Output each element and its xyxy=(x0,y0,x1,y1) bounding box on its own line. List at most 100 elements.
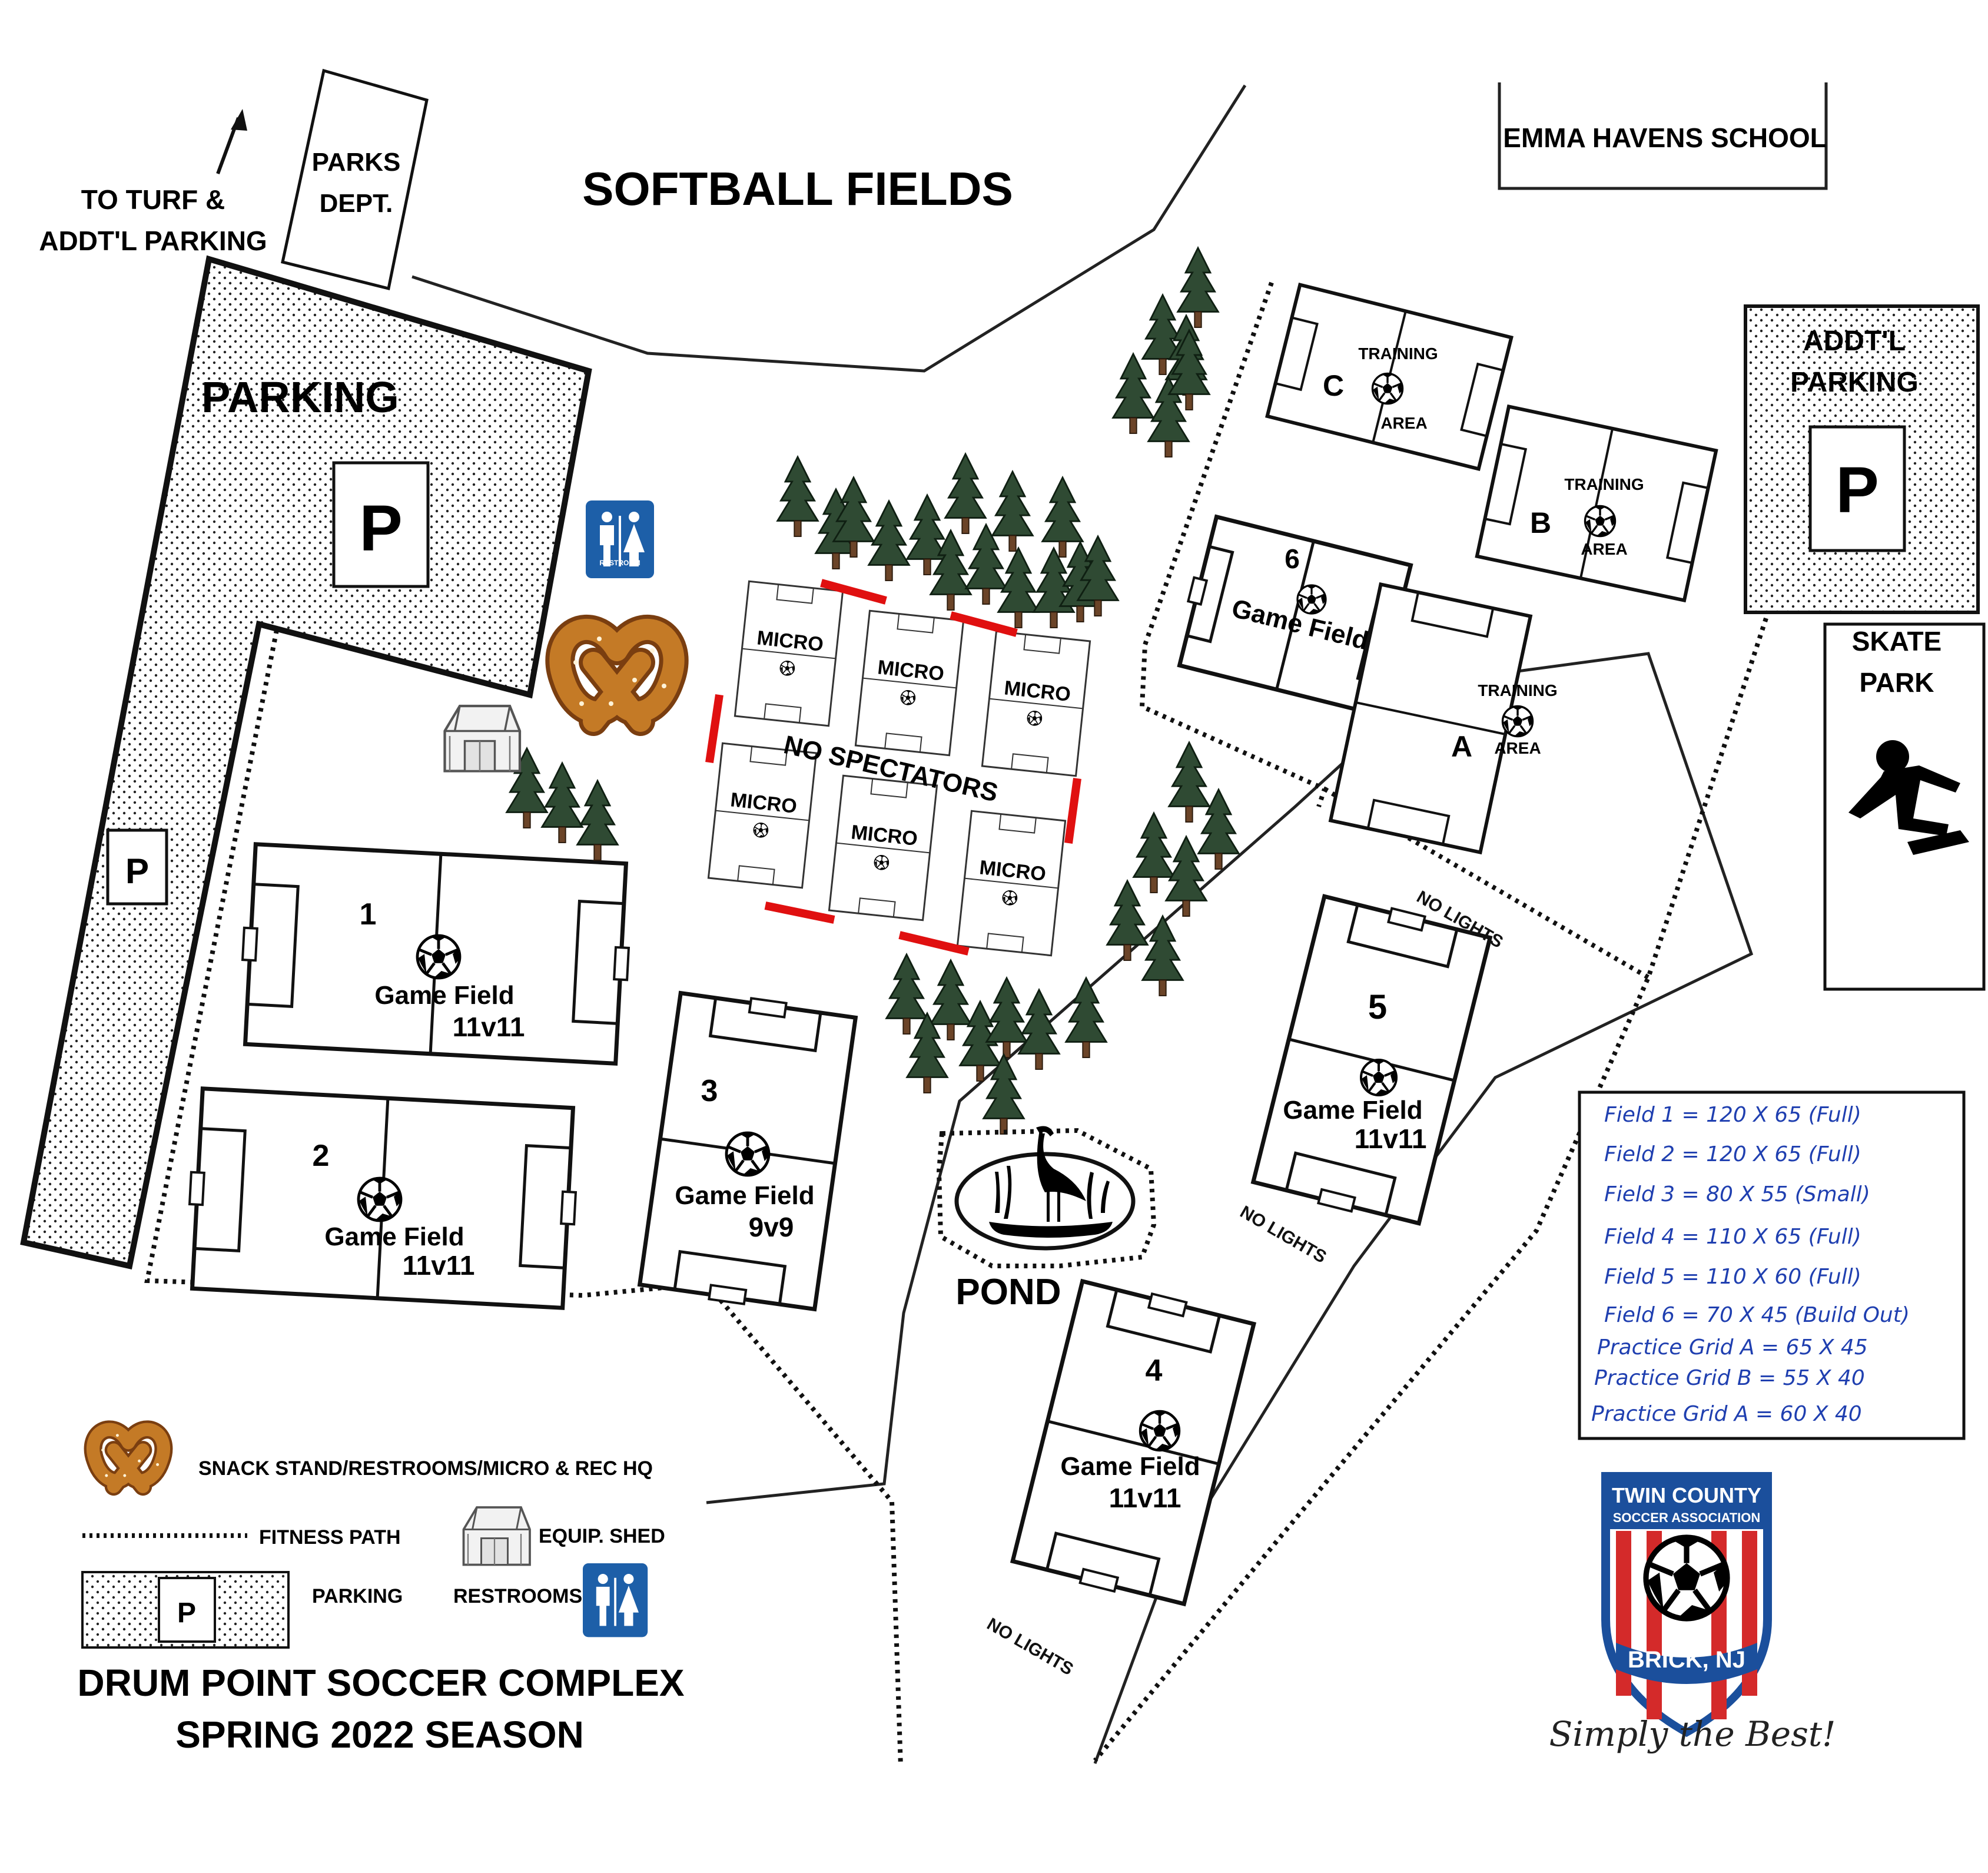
no-spectator-barriers xyxy=(705,579,1081,956)
tree-icon xyxy=(868,500,910,582)
legend-pretzel-icon xyxy=(93,1430,164,1487)
field-label: Game Field xyxy=(374,981,514,1010)
twin-county-logo: TWIN COUNTY SOCCER ASSOCIATION BRICK, NJ… xyxy=(1549,1472,1836,1754)
training-area-b[interactable]: B TRAINING AREA xyxy=(1475,404,1718,603)
training-label: TRAINING xyxy=(1564,475,1644,493)
school-label: EMMA HAVENS SCHOOL xyxy=(1503,122,1826,153)
parking-sign xyxy=(332,461,430,588)
micro-field[interactable]: MICRO xyxy=(707,742,818,889)
tree-icon xyxy=(1065,977,1107,1059)
addtl-parking-sign xyxy=(1808,425,1906,552)
dimension-row: Field 1 = 120 X 65 (Full) xyxy=(1604,1103,1861,1127)
dimension-row: Field 2 = 120 X 65 (Full) xyxy=(1604,1142,1861,1166)
map-season: SPRING 2022 SEASON xyxy=(175,1713,584,1756)
dimension-row: Field 5 = 110 X 60 (Full) xyxy=(1604,1265,1861,1289)
field-label: Game Field xyxy=(1283,1096,1422,1125)
svg-text:NO LIGHTS: NO LIGHTS xyxy=(1237,1202,1330,1267)
logo-line2: SOCCER ASSOCIATION xyxy=(1613,1510,1761,1525)
micro-field[interactable]: MICRO xyxy=(734,580,844,727)
legend-shed-icon xyxy=(462,1506,531,1566)
field-label: Game Field xyxy=(675,1181,814,1210)
restroom-sign-text: RESTROOM xyxy=(599,559,640,567)
training-label: TRAINING xyxy=(1358,344,1438,363)
main-parking: PARKING P P xyxy=(20,255,592,1269)
legend-fitness-text: FITNESS PATH xyxy=(259,1526,401,1549)
skate-park: SKATE PARK xyxy=(1823,622,1986,991)
tree-icon xyxy=(1041,476,1084,558)
soccer-ball-icon xyxy=(1371,372,1404,405)
legend-parking-text: PARKING xyxy=(312,1585,403,1607)
training-label: AREA xyxy=(1494,739,1541,757)
field-format: 11v11 xyxy=(1109,1483,1181,1513)
svg-text:DEPT.: DEPT. xyxy=(320,189,393,218)
micro-field[interactable]: MICRO xyxy=(956,810,1067,957)
roads xyxy=(411,82,1828,1764)
svg-text:P: P xyxy=(177,1597,196,1629)
legend: SNACK STAND/RESTROOMS/MICRO & REC HQ FIT… xyxy=(77,1430,685,1756)
training-letter: B xyxy=(1530,506,1551,539)
legend-shed-text: EQUIP. SHED xyxy=(539,1525,665,1547)
tree-icon xyxy=(906,1012,948,1094)
parking-sign-small xyxy=(106,828,168,906)
parking-sign-small-letter: P xyxy=(125,851,149,891)
legend-restroom-icon xyxy=(583,1563,648,1637)
tree-icon xyxy=(1018,989,1060,1070)
field-format: 11v11 xyxy=(403,1250,475,1281)
tree-icon xyxy=(997,547,1040,629)
tree-icon xyxy=(576,780,619,861)
svg-text:SKATE: SKATE xyxy=(1852,626,1942,657)
tree-icon xyxy=(965,523,1007,605)
heron-icon xyxy=(989,1126,1113,1238)
field-number: 5 xyxy=(1368,988,1387,1026)
addtl-parking-line2: PARKING xyxy=(1790,367,1919,398)
snack-stand-pretzel-icon xyxy=(560,629,673,721)
soccer-ball-icon xyxy=(726,1133,769,1175)
field-label: Game Field xyxy=(324,1222,464,1251)
field-format: 11v11 xyxy=(453,1012,525,1042)
svg-text:NO LIGHTS: NO LIGHTS xyxy=(984,1615,1077,1679)
tree-icon xyxy=(1141,915,1184,997)
field-format: 11v11 xyxy=(1355,1123,1427,1154)
logo-ball-icon xyxy=(1646,1537,1727,1619)
logo-tagline: Simply the Best! xyxy=(1549,1714,1836,1754)
skateboarder-icon xyxy=(1848,740,1969,855)
micro-field[interactable]: MICRO xyxy=(854,609,965,757)
field-label: Game Field xyxy=(1060,1452,1200,1481)
svg-text:PARKS: PARKS xyxy=(312,148,401,177)
tree-icon xyxy=(1133,812,1175,894)
field-number: 6 xyxy=(1285,543,1300,574)
parks-dept-building: PARKS DEPT. xyxy=(281,68,429,291)
legend-snack-text: SNACK STAND/RESTROOMS/MICRO & REC HQ xyxy=(198,1457,653,1480)
soccer-ball-icon xyxy=(417,936,460,978)
logo-town: BRICK, NJ xyxy=(1628,1647,1745,1673)
micro-field[interactable]: MICRO xyxy=(981,630,1091,777)
soccer-ball-icon xyxy=(1360,1059,1398,1096)
softball-fields-label: SOFTBALL FIELDS xyxy=(582,163,1013,215)
tree-icon xyxy=(1177,247,1219,329)
dimension-row: Field 4 = 110 X 65 (Full) xyxy=(1604,1225,1861,1249)
parking-label: PARKING xyxy=(201,373,399,422)
field-format: 9v9 xyxy=(749,1212,794,1242)
training-label: AREA xyxy=(1581,540,1627,558)
soccer-ball-icon xyxy=(1584,505,1617,538)
pitch-outline xyxy=(1010,1278,1257,1607)
addtl-parking-line1: ADDT'L xyxy=(1803,326,1906,357)
training-label: AREA xyxy=(1380,414,1427,432)
tree-icon xyxy=(541,762,583,844)
legend-restrooms-text: RESTROOMS xyxy=(453,1585,582,1607)
field-number: 1 xyxy=(360,897,377,931)
micro-field[interactable]: MICRO xyxy=(828,774,938,921)
logo-line1: TWIN COUNTY xyxy=(1612,1483,1761,1507)
tree-icon xyxy=(1165,836,1207,917)
field-number: 2 xyxy=(313,1139,330,1173)
dimension-row: Practice Grid A = 60 X 40 xyxy=(1591,1402,1862,1426)
tree-icon xyxy=(1112,353,1154,435)
